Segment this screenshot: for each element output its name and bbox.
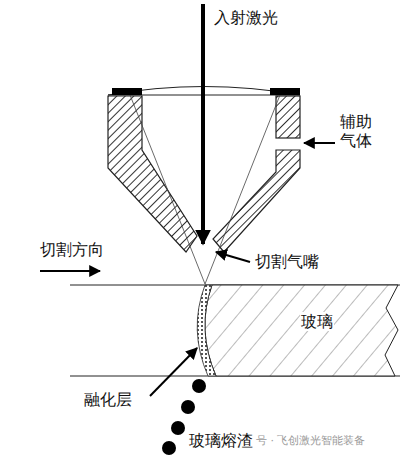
slag-label: 玻璃熔渣 <box>188 431 254 450</box>
nozzle-label: 切割气嘴 <box>254 252 320 271</box>
glass-label: 玻璃 <box>300 312 334 331</box>
gas-label: 辅助 气体 <box>340 112 374 150</box>
laser-label: 入射激光 <box>214 8 278 27</box>
direction-label: 切割方向 <box>40 240 104 259</box>
watermark: 号 · 飞创激光智能装备 <box>256 434 366 447</box>
melt-layer-label: 融化层 <box>84 390 132 409</box>
